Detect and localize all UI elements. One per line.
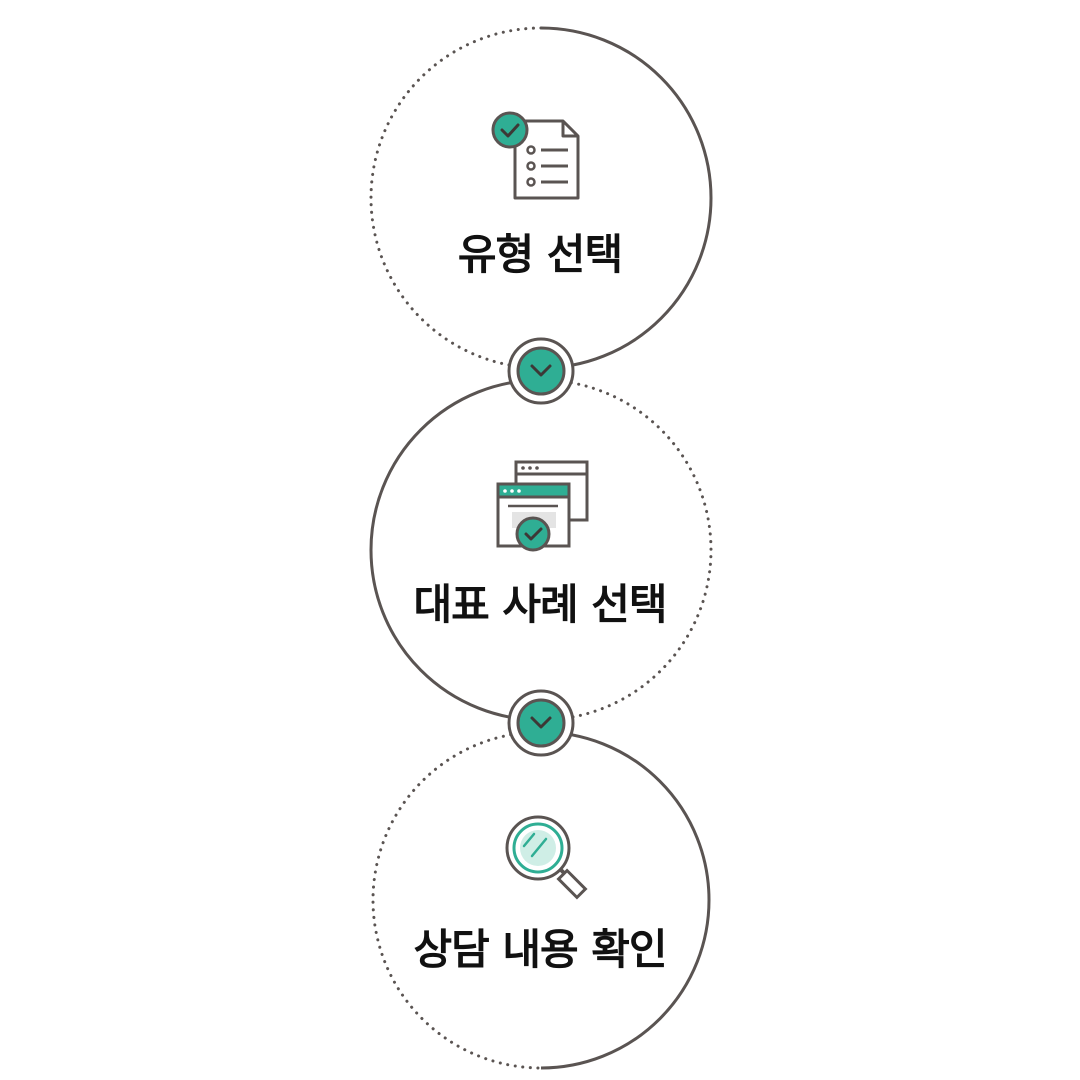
chevron-down-icon [530, 716, 552, 729]
step-label-2: 대표 사례 선택 [413, 580, 667, 629]
check-badge-icon [515, 516, 551, 552]
chevron-down-icon [530, 364, 552, 377]
step-label-1: 유형 선택 [457, 230, 623, 279]
step-circle-2 [369, 378, 713, 722]
check-badge-icon [491, 111, 529, 149]
step-label-3: 상담 내용 확인 [413, 925, 667, 974]
connector-2 [507, 689, 575, 757]
checklist-document-icon [491, 111, 580, 200]
browser-windows-check-icon [496, 460, 589, 552]
magnifier-icon [505, 815, 588, 900]
step-circle-3 [371, 730, 711, 1070]
connector-1 [507, 337, 575, 405]
step-circle-1 [369, 26, 713, 370]
